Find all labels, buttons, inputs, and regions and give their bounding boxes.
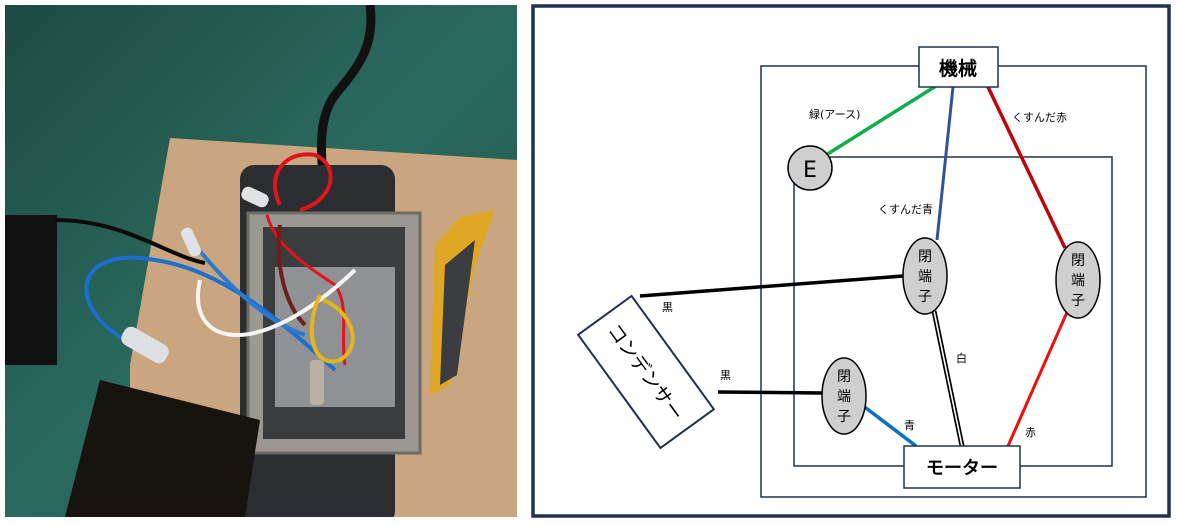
- terminal-char: 閉: [837, 369, 851, 385]
- dull-red-wire-label: くすんだ赤: [1012, 111, 1067, 124]
- terminal-char: 端: [918, 269, 932, 285]
- red-wire: [1006, 309, 1070, 447]
- green-wire-label: 緑(アース): [809, 107, 860, 121]
- machine-label: 機械: [939, 57, 977, 80]
- terminal-ellipse: [902, 237, 948, 315]
- terminal-char: 子: [1071, 293, 1085, 309]
- terminal-ellipse: [1055, 241, 1101, 319]
- terminal-ellipse: [821, 357, 867, 435]
- machine-box: [918, 46, 999, 88]
- black-wire: [54, 218, 206, 265]
- closed-terminal-center: 閉 端 子: [902, 237, 948, 315]
- terminal-char: 端: [1071, 273, 1085, 289]
- red-wire-loop: [273, 152, 333, 212]
- motor-label: モーター: [926, 458, 998, 479]
- black-wire-bottom: [717, 390, 823, 395]
- terminal-char: 端: [837, 389, 851, 405]
- terminal-box-cover: [65, 380, 260, 517]
- ground-sleeve: [310, 360, 324, 405]
- terminal-cap: [180, 227, 202, 257]
- motor-wiring-photo: [5, 5, 517, 517]
- terminal-char: 子: [918, 289, 932, 305]
- dull-blue-wire: [935, 86, 955, 241]
- earth-label: E: [803, 158, 817, 183]
- blue-wire-label: 青: [904, 419, 915, 432]
- capacitor: [5, 215, 57, 365]
- terminal-cap: [241, 186, 269, 208]
- terminal-char: 閉: [1071, 253, 1085, 269]
- white-wire-label: 白: [956, 351, 967, 365]
- utility-knife-grip: [440, 240, 475, 385]
- red-wire-label: 赤: [1025, 426, 1036, 439]
- closed-terminal-right: 閉 端 子: [1055, 241, 1101, 319]
- dull-blue-wire-label: くすんだ青: [878, 203, 933, 216]
- blue-wire: [860, 403, 918, 448]
- capacitor-box: コンデンサー: [576, 294, 716, 450]
- capacitor-rect: [576, 294, 716, 450]
- terminal-char: 閉: [918, 249, 932, 265]
- blue-wire-2: [193, 243, 306, 337]
- yellow-wire: [309, 294, 355, 364]
- earth-node: [787, 145, 833, 191]
- black-top-wire-label: 黒: [662, 301, 673, 314]
- dull-red-wire: [986, 86, 1067, 249]
- photo-illustration: [5, 5, 517, 517]
- brown-wire: [276, 224, 307, 327]
- terminal-cap: [121, 326, 169, 364]
- white-wire: [933, 310, 963, 447]
- black-wire-top: [639, 274, 904, 298]
- power-cable: [316, 5, 376, 176]
- motor-box: [903, 445, 1021, 489]
- terminal-char: 子: [837, 409, 851, 425]
- black-bottom-wire-label: 黒: [720, 369, 731, 382]
- closed-terminal-lower: 閉 端 子: [821, 357, 867, 435]
- green-earth-wire: [825, 84, 937, 157]
